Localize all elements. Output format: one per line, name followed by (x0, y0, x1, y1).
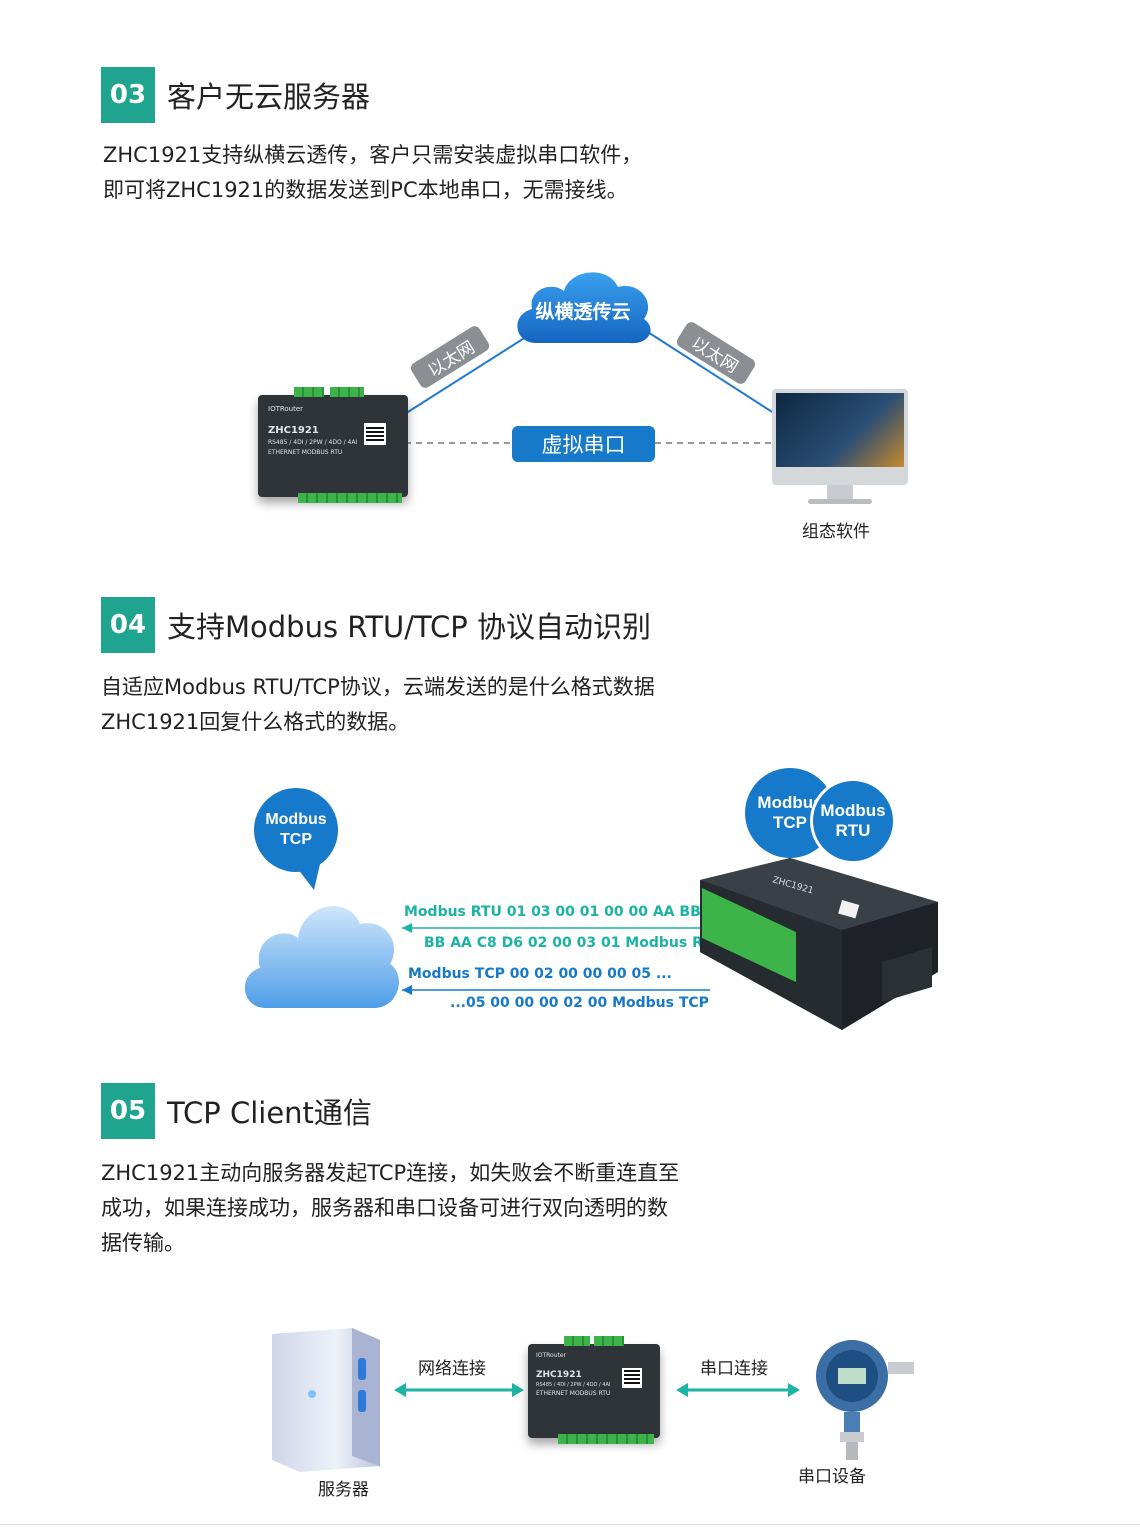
device-spec: RS485 / 4DI / 2PW / 4DO / 4AI (268, 439, 358, 446)
bubble-tail (294, 864, 320, 890)
server-icon (272, 1328, 380, 1472)
description-line: ZHC1921支持纵横云透传，客户只需安装虚拟串口软件， (103, 143, 643, 167)
modbus-rtu-bubble: Modbus RTU (810, 778, 896, 864)
zhc1921-device: IOTRouter ZHC1921 RS485 / 4DI / 2PW / 4D… (528, 1336, 660, 1444)
device-subtitle: ETHERNET MODBUS RTU (268, 449, 343, 456)
description-line: ZHC1921主动向服务器发起TCP连接，如失败会不断重连直至 (101, 1161, 680, 1185)
description-line: 成功，如果连接成功，服务器和串口设备可进行双向透明的数 (101, 1196, 668, 1220)
network-arrow (394, 1383, 524, 1397)
modbus-tcp-bubble: Modbus TCP (254, 788, 338, 872)
bubble-line: Modbus (757, 793, 823, 812)
modbus-rtu-response: BB AA C8 D6 02 00 03 01 Modbus RTU (424, 935, 724, 951)
serial-connection-label: 串口连接 (700, 1359, 768, 1379)
serial-device-caption: 串口设备 (798, 1467, 866, 1487)
section-04-header: 04 支持Modbus RTU/TCP 协议自动识别 (101, 597, 651, 653)
server-caption: 服务器 (318, 1480, 369, 1500)
section-04-description: 自适应Modbus RTU/TCP协议，云端发送的是什么格式数据 ZHC1921… (101, 670, 655, 740)
bubble-line: TCP (773, 813, 807, 832)
terminal-block (558, 1434, 654, 1444)
serial-arrow (676, 1383, 800, 1397)
connection-lines (399, 326, 781, 444)
section-number-badge: 04 (101, 597, 155, 653)
bubble-line: TCP (280, 831, 312, 848)
description-line: 自适应Modbus RTU/TCP协议，云端发送的是什么格式数据 (101, 675, 655, 699)
description-line: 据传输。 (101, 1231, 185, 1255)
modbus-tcp-request: Modbus TCP 00 02 00 00 00 05 ... (408, 966, 672, 982)
pressure-transmitter-icon (816, 1340, 914, 1460)
modbus-tcp-response: ...05 00 00 00 02 00 Modbus TCP (450, 995, 709, 1011)
bubble-line: Modbus (265, 811, 327, 828)
page-divider (0, 1524, 1140, 1525)
device-brand: IOTRouter (536, 1352, 567, 1359)
section-title: TCP Client通信 (167, 1096, 372, 1130)
qr-code-icon (622, 1368, 642, 1388)
cloud-transparent-diagram: 纵横透传云 以太网 以太网 虚拟串口 IOTRouter ZHC1921 RS4… (240, 255, 920, 555)
monitor-icon (772, 389, 908, 513)
section-number-badge: 03 (101, 67, 155, 123)
device-model: ZHC1921 (268, 425, 319, 436)
device-spec: RS485 / 4DI / 2PW / 4DO / 4AI (536, 1382, 611, 1388)
network-connection-label: 网络连接 (418, 1359, 486, 1379)
terminal-block (298, 493, 402, 503)
description-line: ZHC1921回复什么格式的数据。 (101, 710, 410, 734)
protocol-arrows (402, 923, 710, 995)
device-model: ZHC1921 (536, 1370, 582, 1380)
cloud-icon (517, 272, 651, 344)
modbus-rtu-request: Modbus RTU 01 03 00 01 00 00 AA BB (404, 904, 701, 920)
bubble-line: Modbus (820, 801, 886, 820)
modbus-protocol-diagram: Modbus TCP Modbus TCP Modbus RTU Modbus … (230, 768, 950, 1038)
qr-code-icon (364, 423, 386, 445)
section-05-header: 05 TCP Client通信 (101, 1083, 372, 1139)
terminal-block (294, 387, 324, 397)
tcp-client-diagram: 服务器 网络连接 IOTRouter ZHC1921 RS485 / 4DI /… (260, 1320, 940, 1510)
section-03-description: ZHC1921支持纵横云透传，客户只需安装虚拟串口软件， 即可将ZHC1921的… (103, 138, 642, 208)
section-03-header: 03 客户无云服务器 (101, 67, 370, 123)
virtual-serial-label: 虚拟串口 (512, 426, 655, 462)
section-05-description: ZHC1921主动向服务器发起TCP连接，如失败会不断重连直至 成功，如果连接成… (101, 1156, 679, 1261)
description-line: 即可将ZHC1921的数据发送到PC本地串口，无需接线。 (103, 178, 628, 202)
section-number-badge: 05 (101, 1083, 155, 1139)
section-title: 客户无云服务器 (167, 80, 371, 114)
pc-caption: 组态软件 (802, 522, 870, 542)
bubble-line: RTU (835, 821, 871, 840)
zhc1921-device-3d: ZHC1921 (700, 858, 938, 1030)
section-title: 支持Modbus RTU/TCP 协议自动识别 (167, 610, 652, 644)
zhc1921-device: IOTRouter ZHC1921 RS485 / 4DI / 2PW / 4D… (258, 387, 408, 503)
terminal-block (594, 1336, 624, 1346)
device-subtitle: ETHERNET MODBUS RTU (536, 1390, 611, 1397)
cloud-label: 纵横透传云 (535, 301, 631, 323)
cloud-icon (244, 906, 399, 1008)
terminal-block (564, 1336, 590, 1346)
device-brand: IOTRouter (268, 405, 304, 413)
terminal-block (330, 387, 364, 397)
